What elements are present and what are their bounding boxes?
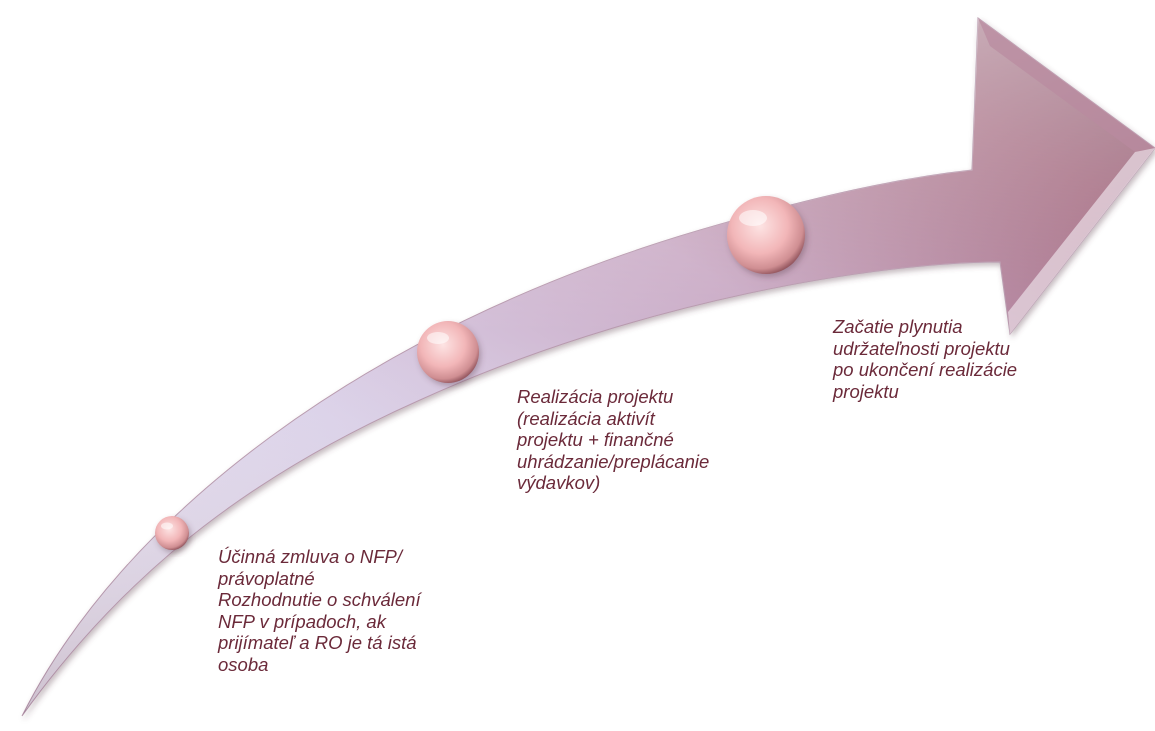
milestone-bead-3 xyxy=(727,196,805,274)
milestone-label-sustainability: Začatie plynutia udržateľnosti projektu … xyxy=(833,316,1103,402)
milestone-label-implementation: Realizácia projektu (realizácia aktivít … xyxy=(517,386,787,494)
milestone-label-contract: Účinná zmluva o NFP/ právoplatné Rozhodn… xyxy=(218,546,488,675)
milestone-bead-1 xyxy=(155,516,189,550)
milestone-bead-2 xyxy=(417,321,479,383)
